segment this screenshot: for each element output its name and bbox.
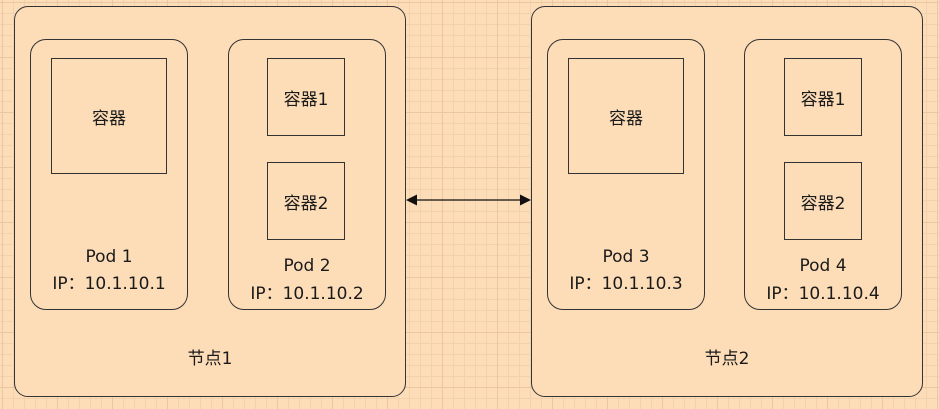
pod-4-ip: IP：10.1.10.4 xyxy=(766,284,880,304)
node-2-label: 节点2 xyxy=(704,349,750,369)
pod-2-ip: IP：10.1.10.2 xyxy=(250,284,364,304)
container-label: 容器 xyxy=(609,108,643,129)
container-label: 容器2 xyxy=(283,193,329,214)
arrow-head-left-icon xyxy=(406,194,417,206)
container-label: 容器 xyxy=(92,108,126,129)
container-pod3[interactable]: 容器 xyxy=(568,58,684,174)
node-1-label: 节点1 xyxy=(187,349,233,369)
container-2-pod4[interactable]: 容器2 xyxy=(784,162,862,240)
pod-1-name: Pod 1 xyxy=(85,247,133,267)
pod-2-name: Pod 2 xyxy=(283,256,331,276)
container-label: 容器1 xyxy=(800,89,846,110)
container-label: 容器2 xyxy=(800,193,846,214)
container-label: 容器1 xyxy=(283,89,329,110)
container-2-pod2[interactable]: 容器2 xyxy=(267,162,345,240)
pod-3-ip: IP：10.1.10.3 xyxy=(569,274,683,294)
arrow-head-right-icon xyxy=(520,194,531,206)
container-pod1[interactable]: 容器 xyxy=(51,58,167,174)
container-1-pod2[interactable]: 容器1 xyxy=(267,58,345,136)
container-1-pod4[interactable]: 容器1 xyxy=(784,58,862,136)
pod-3-name: Pod 3 xyxy=(602,247,650,267)
pod-4-name: Pod 4 xyxy=(799,256,847,276)
bidirectional-arrow[interactable] xyxy=(405,190,532,210)
pod-1-ip: IP：10.1.10.1 xyxy=(52,274,166,294)
